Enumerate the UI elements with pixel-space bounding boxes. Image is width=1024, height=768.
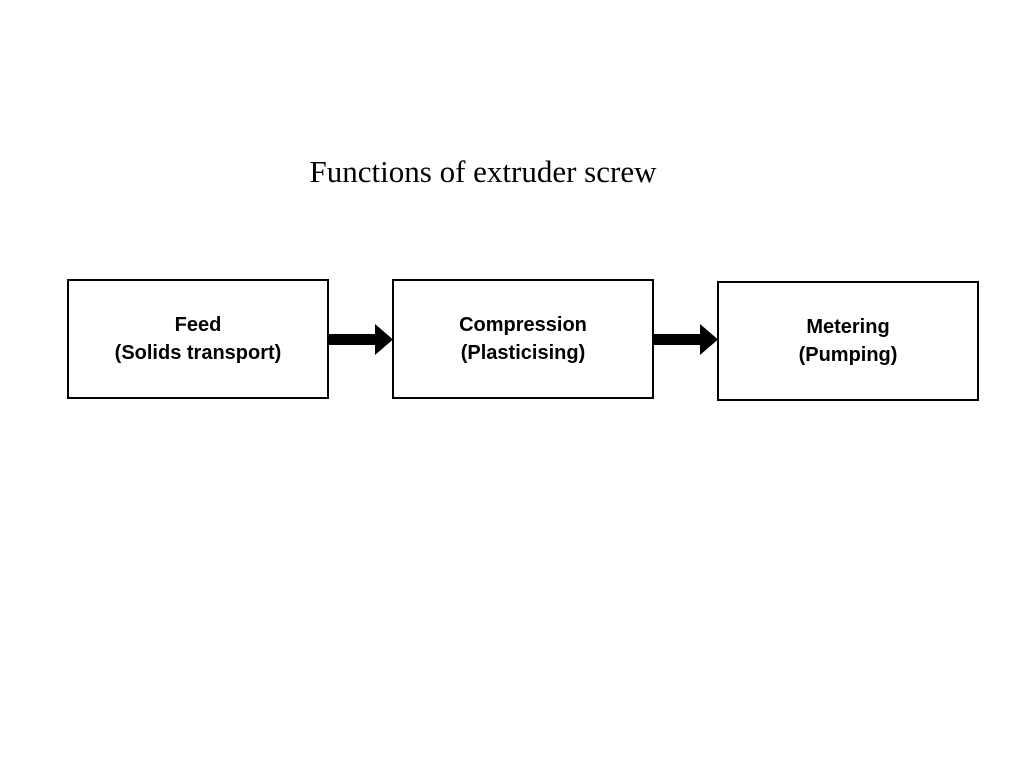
- stage-function-compression: (Plasticising): [460, 342, 586, 364]
- stage-name-feed: Feed: [174, 314, 222, 336]
- stage-box-metering: Metering (Pumping): [717, 281, 979, 401]
- stage-name-compression: Compression: [459, 314, 587, 336]
- arrow-feed-to-compression: [329, 324, 393, 355]
- stage-function-feed: (Solids transport): [114, 342, 282, 364]
- stage-name-metering: Metering: [806, 316, 890, 338]
- stage-function-metering: (Pumping): [798, 344, 898, 366]
- stage-box-compression: Compression (Plasticising): [392, 279, 654, 399]
- diagram-title: Functions of extruder screw: [309, 154, 657, 189]
- stage-box-feed: Feed (Solids transport): [67, 279, 329, 399]
- arrow-compression-to-metering: [654, 324, 718, 355]
